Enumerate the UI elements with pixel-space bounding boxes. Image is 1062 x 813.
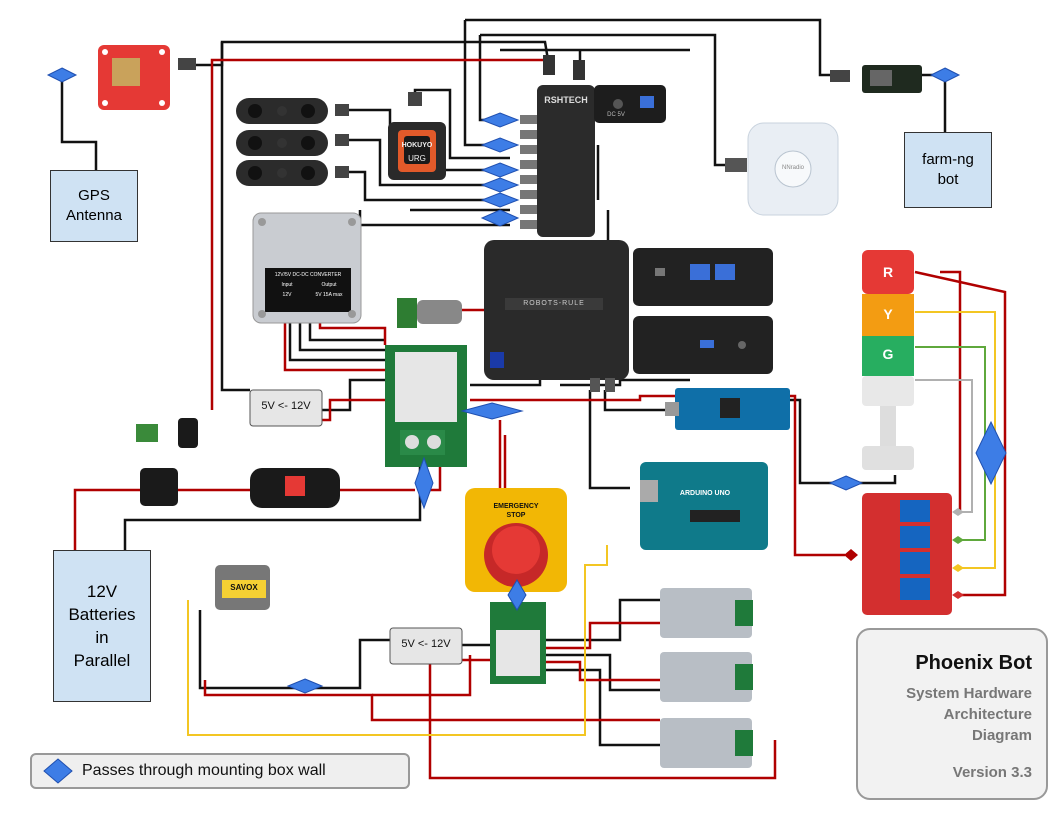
motor-driver-3: [660, 718, 753, 768]
estop-terminal-block: [490, 602, 546, 684]
subtitle-line1: System Hardware: [858, 683, 1032, 704]
wall-pass-diamond: [482, 193, 518, 207]
title-text: Phoenix Bot: [858, 652, 1032, 675]
dcdc-input-voltage: 12V: [267, 292, 307, 298]
wall-pass-diamond: [482, 210, 518, 226]
wall-pass-diamond: [288, 679, 322, 693]
computer-label: ROBOTS-RULE: [505, 300, 603, 307]
battery-label-line1: 12V: [68, 580, 135, 603]
title-card: Phoenix Bot System Hardware Architecture…: [856, 628, 1048, 800]
subtitle-line3: Diagram: [858, 725, 1032, 746]
subtitle-line2: Architecture: [858, 704, 1032, 725]
dcdc-title-label: 12V/5V DC-DC CONVERTER: [265, 272, 351, 278]
version-text: Version 3.3: [858, 764, 1032, 781]
battery-box: 12V Batteries in Parallel: [53, 550, 151, 702]
dcdc-output-label: Output: [309, 282, 349, 288]
wall-pass-diamond: [482, 138, 518, 152]
fuse-holder: [136, 418, 198, 506]
wall-pass-diamond: [931, 68, 959, 82]
gps-antenna-box: GPS Antenna: [50, 170, 138, 242]
dcdc-output-voltage: 5V 15A max: [309, 292, 349, 298]
lidar-sensor: [388, 92, 446, 180]
legend-diamond-icon: [38, 756, 78, 786]
arduino-nano: [665, 388, 790, 430]
wall-pass-diamond: [482, 163, 518, 177]
tower-light-red-label: R: [862, 264, 914, 280]
wall-pass-diamond: [976, 422, 1006, 484]
camera-1: [236, 98, 349, 124]
gps-antenna-label-line2: Antenna: [66, 206, 122, 226]
radio-label: NNradio: [773, 165, 813, 171]
legend: Passes through mounting box wall: [30, 753, 410, 789]
buck-converter-2-label: 5V <- 12V: [390, 638, 462, 650]
wall-pass-diamond: [462, 403, 522, 419]
wall-pass-diamond: [830, 476, 862, 490]
camera-2: [236, 130, 349, 156]
wall-pass-diamond: [482, 178, 518, 192]
motor-driver-2: [660, 652, 753, 702]
arduino-uno: [640, 462, 768, 550]
barrel-connector: [397, 298, 462, 328]
gps-module: [98, 45, 196, 110]
relay-board: [862, 493, 952, 615]
camera-3: [236, 160, 349, 186]
usb-hub-label: RSHTECH: [537, 95, 595, 105]
tower-light-yellow-label: Y: [862, 306, 914, 322]
grey-wires: [915, 380, 972, 512]
usb-hub: [520, 55, 595, 237]
arduino-uno-label: ARDUINO UNO: [660, 490, 750, 497]
estop-label-line2: STOP: [480, 512, 552, 519]
farmng-board: [830, 65, 922, 93]
lidar-model-label: URG: [398, 154, 436, 163]
main-terminal-block: [385, 345, 467, 467]
computer-back-view: [633, 248, 773, 306]
wall-pass-diamond: [482, 113, 518, 127]
farmng-bot-box: farm-ng bot: [904, 132, 992, 208]
legend-text: Passes through mounting box wall: [82, 762, 326, 780]
gps-antenna-label-line1: GPS: [66, 186, 122, 206]
tower-light-green-label: G: [862, 346, 914, 362]
wall-pass-diamond: [48, 68, 76, 82]
farmng-label-line1: farm-ng: [922, 150, 974, 170]
battery-label-line4: Parallel: [68, 649, 135, 672]
dcdc-converter: [253, 213, 361, 323]
power-switch: [250, 468, 340, 508]
servo-label: SAVOX: [222, 583, 266, 592]
lidar-brand-label: HOKUYO: [398, 142, 436, 149]
battery-label-line2: Batteries: [68, 603, 135, 626]
motor-driver-1: [660, 588, 753, 638]
buck-converter-1-label: 5V <- 12V: [250, 400, 322, 412]
usb-hub-power-label: DC 5V: [596, 112, 636, 118]
farmng-label-line2: bot: [922, 170, 974, 190]
dcdc-input-label: Input: [267, 282, 307, 288]
estop-label-line1: EMERGENCY: [480, 503, 552, 510]
main-computer: [484, 240, 629, 392]
battery-label-line3: in: [68, 626, 135, 649]
computer-front-view: [633, 316, 773, 374]
